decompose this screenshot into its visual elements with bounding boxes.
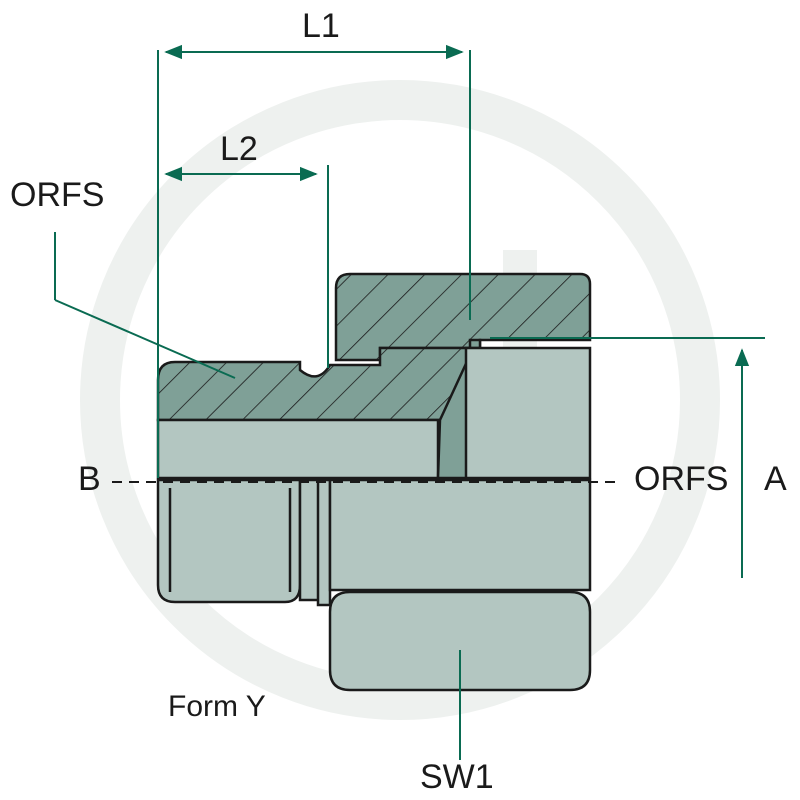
label-a: A — [764, 460, 787, 498]
nut-cavity — [464, 346, 592, 480]
body-section — [156, 338, 482, 422]
dimension-lines — [54, 44, 765, 760]
label-b: B — [78, 460, 101, 498]
label-l2: L2 — [220, 130, 258, 168]
fitting-section-view — [156, 272, 592, 480]
neck — [316, 478, 332, 607]
label-orfs-top: ORFS — [10, 176, 104, 214]
male-thread-stud — [156, 478, 302, 604]
label-sw1: SW1 — [420, 758, 494, 796]
bore — [156, 418, 440, 480]
label-orfs-right: ORFS — [634, 460, 728, 498]
hex-body — [328, 478, 592, 592]
label-form: Form Y — [168, 690, 266, 723]
fitting-lower-view — [156, 478, 592, 692]
label-l1: L1 — [302, 7, 340, 45]
hex-nut — [328, 590, 592, 692]
